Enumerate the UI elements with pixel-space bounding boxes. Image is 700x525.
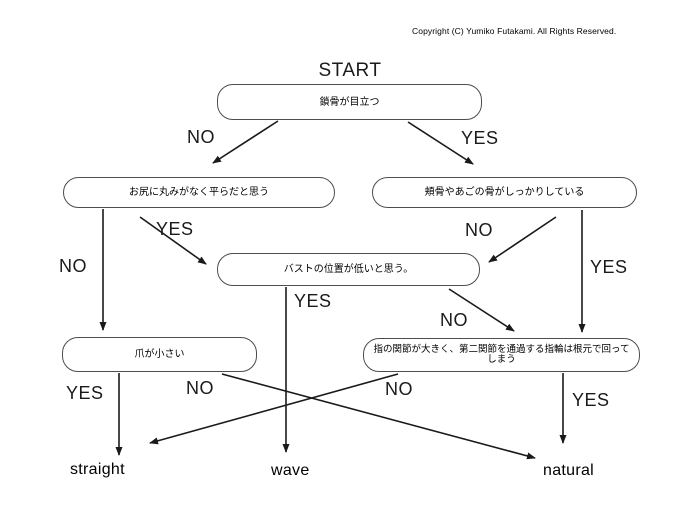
branch-label-knuckles-yes: YES	[572, 390, 610, 410]
branch-label-collarbone-yes: YES	[461, 128, 499, 148]
node-hips: お尻に丸みがなく平らだと思う	[63, 177, 335, 208]
arrow-nails-no	[221, 373, 536, 460]
branch-label-hips-no: NO	[59, 256, 87, 276]
branch-label-hips-yes: YES	[156, 219, 194, 239]
result-wave: wave	[271, 462, 310, 479]
node-cheekbone-text: 頬骨やあごの骨がしっかりしている	[424, 187, 585, 198]
node-bust: バストの位置が低いと思う。	[217, 253, 480, 286]
branch-label-nails-no: NO	[186, 378, 214, 398]
branch-label-nails-yes: YES	[66, 383, 104, 403]
arrow-cheekbone-no	[488, 216, 557, 263]
node-nails: 爪が小さい	[62, 337, 257, 372]
node-cheekbone: 頬骨やあごの骨がしっかりしている	[372, 177, 637, 208]
node-collarbone: 鎖骨が目立つ	[217, 84, 482, 120]
result-natural: natural	[543, 462, 595, 479]
node-hips-text: お尻に丸みがなく平らだと思う	[129, 187, 269, 198]
result-straight: straight	[70, 461, 125, 478]
arrow-collarbone-no	[212, 120, 279, 164]
branch-label-bust-no: NO	[440, 310, 468, 330]
branch-label-cheekbone-yes: YES	[590, 257, 628, 277]
branch-label-collarbone-no: NO	[187, 127, 215, 147]
branch-label-bust-yes: YES	[294, 291, 332, 311]
node-knuckles: 指の関節が大きく、第二関節を通過する指輪は根元で回ってしまう	[363, 338, 640, 372]
node-knuckles-text: 指の関節が大きく、第二関節を通過する指輪は根元で回ってしまう	[373, 343, 630, 365]
branch-label-knuckles-no: NO	[385, 379, 413, 399]
node-nails-text: 爪が小さい	[134, 349, 185, 360]
start-label: START	[318, 60, 382, 81]
node-bust-text: バストの位置が低いと思う。	[283, 264, 414, 275]
node-collarbone-text: 鎖骨が目立つ	[319, 96, 380, 108]
copyright-text: Copyright (C) Yumiko Futakami. All Right…	[412, 26, 617, 36]
branch-label-cheekbone-no: NO	[465, 220, 493, 240]
